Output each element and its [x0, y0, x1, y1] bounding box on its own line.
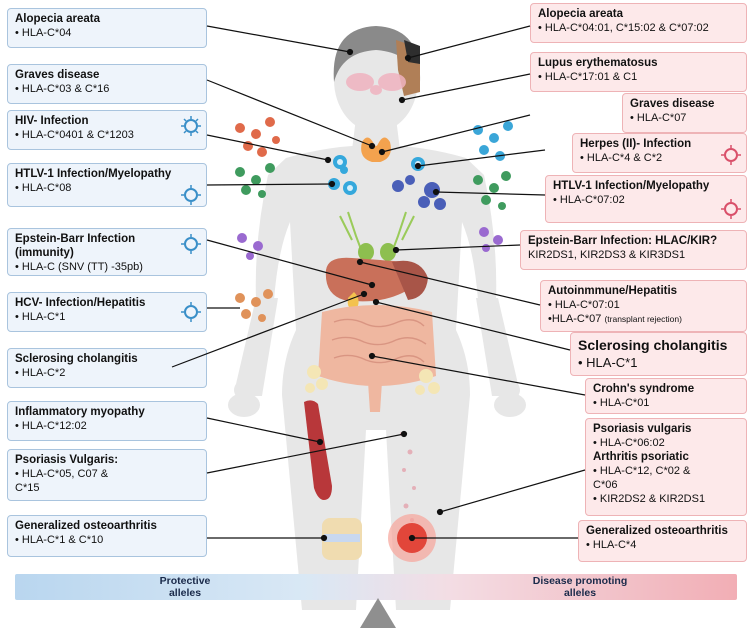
allele-line: • HLA-C*12:02 — [15, 420, 87, 432]
allele-line-transplant: •HLA-C*07 (transplant rejection) — [548, 313, 682, 325]
disease-box-crohns-syndrome: Crohn's syndrome • HLA-C*01 — [585, 378, 747, 414]
allele-line: • HLA-C*08 — [15, 182, 72, 194]
allele-line: • HLA-C*05, C07 & — [15, 468, 109, 480]
allele-line: • HLA-C*04 — [15, 27, 72, 39]
knee-joint-left — [322, 518, 362, 560]
condition-title: Sclerosing cholangitis — [578, 337, 728, 353]
allele-line: • KIR2DS2 & KIR2DS1 — [593, 493, 706, 505]
protective-box-inflammatory-myopathy: Inflammatory myopathy • HLA-C*12:02 — [7, 401, 207, 441]
allele-line: • HLA-C*01 — [593, 397, 650, 409]
disease-box-alopecia-areata: Alopecia areata • HLA-C*04:01, C*15:02 &… — [530, 3, 747, 43]
virus-cluster-hiv — [235, 117, 280, 157]
condition-title: HIV- Infection — [15, 115, 89, 127]
virus-icon — [181, 185, 201, 205]
allele-line: • HLA-C*12, C*02 & — [593, 465, 691, 477]
allele-line: • HLA-C*07:01 — [548, 299, 620, 311]
virus-icon-red — [721, 199, 741, 219]
disease-box-sclerosing-cholangitis: Sclerosing cholangitis • HLA-C*1 — [570, 332, 747, 376]
disease-box-herpes-infection: Herpes (II)- Infection • HLA-C*4 & C*2 — [572, 133, 747, 173]
allele-line: • HLA-C*1 & C*10 — [15, 534, 104, 546]
virus-cluster-htlv-right — [473, 171, 511, 210]
knee-joint-right-inflamed — [388, 514, 436, 562]
allele-line: KIR2DS1, KIR2DS3 & KIR3DS1 — [528, 249, 686, 261]
condition-title: Psoriasis Vulgaris: — [15, 454, 119, 466]
allele-line: • HLA-C*04:01, C*15:02 & C*07:02 — [538, 22, 709, 34]
condition-title: Epstein-Barr Infection: HLAC/KIR? — [528, 235, 718, 247]
condition-title: Autoinmmune/Hepatitis — [548, 285, 678, 297]
condition-title: Lupus erythematosus — [538, 57, 658, 69]
allele-line: • HLA-C*4 — [586, 539, 637, 551]
disease-box-graves-disease: Graves disease • HLA-C*07 — [622, 93, 747, 133]
condition-title: Alopecia areata — [538, 8, 624, 20]
virus-icon — [181, 302, 201, 322]
condition-title: Graves disease — [15, 69, 100, 81]
condition-title: HTLV-1 Infection/Myelopathy — [15, 168, 172, 180]
protective-box-sclerosing-cholangitis: Sclerosing cholangitis • HLA-C*2 — [7, 348, 207, 388]
protective-box-hiv-infection: HIV- Infection • HLA-C*0401 & C*1203 — [7, 110, 207, 150]
protective-box-htlv-1: HTLV-1 Infection/Myelopathy • HLA-C*08 — [7, 163, 207, 207]
disease-promoting-alleles-label: Disease promoting alleles — [532, 575, 628, 599]
allele-line: • HLA-C*07 — [630, 112, 687, 124]
protective-box-epstein-barr: Epstein-Barr Infection (immunity) • HLA-… — [7, 228, 207, 276]
condition-title: Alopecia areata — [15, 13, 101, 25]
virus-icon — [181, 116, 201, 136]
disease-box-epstein-barr: Epstein-Barr Infection: HLAC/KIR? KIR2DS… — [520, 230, 747, 270]
condition-title: Epstein-Barr Infection (immunity) — [15, 233, 136, 259]
protective-box-psoriasis-vulgaris: Psoriasis Vulgaris: • HLA-C*05, C07 & C*… — [7, 449, 207, 501]
allele-line: • HLA-C*06:02 — [593, 437, 665, 449]
protective-alleles-label: Protective alleles — [159, 575, 211, 599]
allele-line: • HLA-C (SNV (TT) -35pb) — [15, 261, 143, 273]
allele-scale-bar — [15, 574, 737, 600]
allele-line: • HLA-C*1 — [578, 355, 638, 370]
allele-line: C*15 — [15, 482, 40, 494]
virus-cluster-herpes — [473, 121, 513, 161]
allele-line: • HLA-C*2 — [15, 367, 66, 379]
protective-box-alopecia-areata: Alopecia areata • HLA-C*04 — [7, 8, 207, 48]
virus-icon-red — [721, 145, 741, 165]
disease-box-generalized-osteoarthritis: Generalized osteoarthritis • HLA-C*4 — [578, 520, 747, 562]
disease-box-autoimmune-hepatitis: Autoinmmune/Hepatitis • HLA-C*07:01 •HLA… — [540, 280, 747, 332]
allele-line: C*06 — [593, 479, 618, 491]
protective-box-hcv-infection: HCV- Infection/Hepatitis • HLA-C*1 — [7, 292, 207, 332]
allele-line: • HLA-C*0401 & C*1203 — [15, 129, 134, 141]
disease-box-psoriasis-arthritis: Psoriasis vulgaris • HLA-C*06:02 Arthrit… — [585, 418, 747, 516]
balance-fulcrum — [360, 598, 396, 628]
allele-line: • HLA-C*17:01 & C1 — [538, 71, 638, 83]
disease-box-htlv-1: HTLV-1 Infection/Myelopathy • HLA-C*07:0… — [545, 175, 747, 223]
condition-title: Generalized osteoarthritis — [586, 525, 728, 537]
hair — [333, 26, 421, 82]
allele-line: • HLA-C*4 & C*2 — [580, 152, 663, 164]
intestine — [318, 305, 436, 386]
condition-title: Psoriasis vulgaris — [593, 423, 692, 435]
condition-title: Crohn's syndrome — [593, 383, 695, 395]
condition-title: Inflammatory myopathy — [15, 406, 145, 418]
condition-title: Graves disease — [630, 98, 715, 110]
protective-box-generalized-osteoarthritis: Generalized osteoarthritis • HLA-C*1 & C… — [7, 515, 207, 557]
condition-title: HTLV-1 Infection/Myelopathy — [553, 180, 710, 192]
allele-line: • HLA-C*03 & C*16 — [15, 83, 110, 95]
allele-line: • HLA-C*1 — [15, 311, 66, 323]
condition-title: Sclerosing cholangitis — [15, 353, 138, 365]
protective-box-graves-disease: Graves disease • HLA-C*03 & C*16 — [7, 64, 207, 104]
disease-box-lupus-erythematosus: Lupus erythematosus • HLA-C*17:01 & C1 — [530, 52, 747, 92]
allele-line: • HLA-C*07:02 — [553, 194, 625, 206]
condition-title: HCV- Infection/Hepatitis — [15, 297, 146, 309]
virus-cluster-htlv-left — [235, 163, 275, 198]
condition-title: Herpes (II)- Infection — [580, 138, 692, 150]
condition-title: Generalized osteoarthritis — [15, 520, 157, 532]
virus-icon — [181, 234, 201, 254]
condition-title-2: Arthritis psoriatic — [593, 451, 689, 463]
